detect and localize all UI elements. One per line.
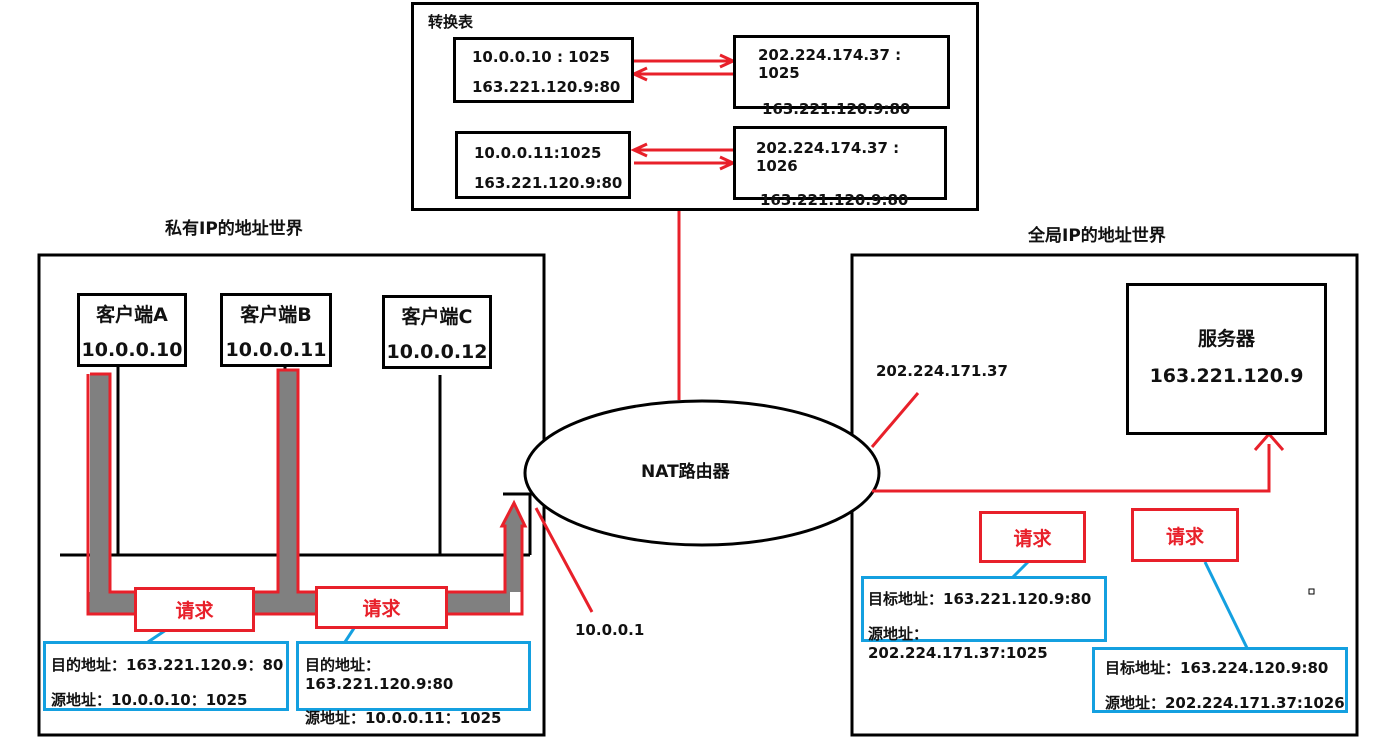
table-row-2-public: 202.224.174.37 : 1026 163.221.120.9:80 xyxy=(733,126,947,209)
client-ip: 10.0.0.11 xyxy=(225,338,327,361)
request-badge-a: 请求 xyxy=(134,587,255,632)
packet-a: 目的地址：163.221.120.9：80 源地址：10.0.0.10：1025 xyxy=(43,641,289,711)
table-cell-public-dest: 163.221.120.9:80 xyxy=(762,100,911,118)
packet-dest: 目标地址：163.224.120.9:80 xyxy=(1105,659,1329,677)
translation-table xyxy=(411,2,979,211)
packet-src: 源地址：202.224.171.37:1025 xyxy=(868,625,1048,662)
client-c: 客户端C 10.0.0.12 xyxy=(382,295,492,369)
client-ip: 10.0.0.10 xyxy=(81,338,183,361)
packet-pointer-g1 xyxy=(1010,560,1030,580)
table-row-1-private: 10.0.0.10 : 1025 163.221.120.9:80 xyxy=(453,37,634,103)
packet-pointer-g2 xyxy=(1203,561,1250,651)
table-cell-public-dest: 163.221.120.9:80 xyxy=(760,191,909,209)
router-inner-ip: 10.0.0.1 xyxy=(575,621,645,639)
packet-g2: 目标地址：163.224.120.9:80 源地址：202.224.171.37… xyxy=(1092,647,1348,713)
client-a: 客户端A 10.0.0.10 xyxy=(77,293,187,367)
client-b: 客户端B 10.0.0.11 xyxy=(220,293,332,367)
nat-router xyxy=(523,399,881,547)
request-path-private xyxy=(86,368,528,616)
router-outer-ip: 202.224.171.37 xyxy=(876,362,1008,380)
translation-table-title: 转换表 xyxy=(428,13,474,31)
table-cell-private-dest: 163.221.120.9:80 xyxy=(472,78,621,96)
table-cell-public-addr: 202.224.174.37 : 1026 xyxy=(756,139,900,175)
outer-ip-pointer xyxy=(870,392,920,448)
server-box: 服务器 163.221.120.9 xyxy=(1126,283,1327,435)
client-name: 客户端B xyxy=(240,303,312,326)
client-ip: 10.0.0.12 xyxy=(386,340,488,363)
client-name: 客户端A xyxy=(96,303,168,326)
table-cell-private-dest: 163.221.120.9:80 xyxy=(474,174,623,192)
table-cell-private-addr: 10.0.0.10 : 1025 xyxy=(472,48,610,66)
packet-dest: 目的地址：163.221.120.9：80 xyxy=(51,656,284,674)
packet-b: 目的地址：163.221.120.9:80 源地址：10.0.0.11：1025 xyxy=(296,641,531,727)
request-badge-g2: 请求 xyxy=(1131,508,1239,562)
packet-dest: 目的地址：163.221.120.9:80 xyxy=(305,656,454,693)
table-row-1-public: 202.224.174.37 : 1025 163.221.120.9:80 xyxy=(733,35,950,118)
inner-ip-pointer xyxy=(534,507,594,613)
server-name: 服务器 xyxy=(1197,328,1255,350)
table-row-2-private: 10.0.0.11:1025 163.221.120.9:80 xyxy=(455,131,631,199)
private-world-title: 私有IP的地址世界 xyxy=(165,219,303,239)
router-label: NAT路由器 xyxy=(641,462,730,482)
request-badge-b: 请求 xyxy=(315,586,448,629)
global-world-title: 全局IP的地址世界 xyxy=(1028,226,1166,246)
client-name: 客户端C xyxy=(401,305,473,328)
table-cell-private-addr: 10.0.0.11:1025 xyxy=(474,144,602,162)
table-cell-public-addr: 202.224.174.37 : 1025 xyxy=(758,46,902,82)
request-badge-g1: 请求 xyxy=(979,511,1086,563)
packet-src: 源地址：202.224.171.37:1026 xyxy=(1105,694,1345,712)
request-path-global xyxy=(872,444,1271,493)
packet-dest: 目标地址：163.221.120.9:80 xyxy=(868,590,1092,608)
packet-src: 源地址：10.0.0.10：1025 xyxy=(51,691,248,709)
server-ip: 163.221.120.9 xyxy=(1149,365,1304,387)
packet-g1: 目标地址：163.221.120.9:80 源地址：202.224.171.37… xyxy=(861,576,1107,662)
stray-mark xyxy=(1308,588,1315,595)
packet-src: 源地址：10.0.0.11：1025 xyxy=(305,709,502,727)
